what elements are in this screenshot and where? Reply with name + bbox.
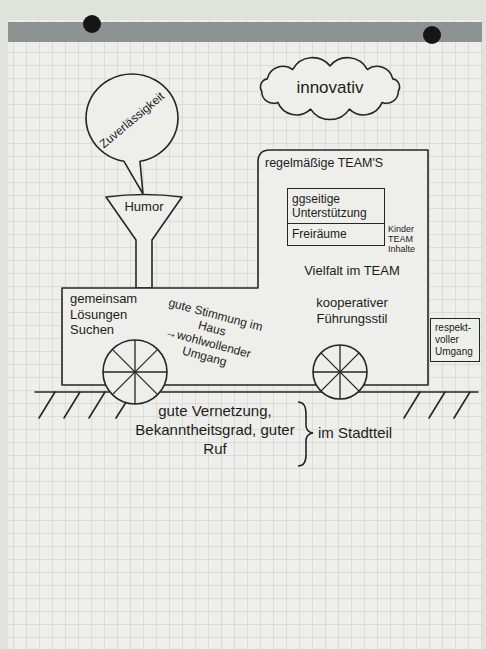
cab-box: FreiräumeKinder TEAM Inhalte (287, 223, 385, 245)
rail-tie (454, 392, 470, 418)
rail-line (35, 391, 478, 393)
cloud-shape (260, 58, 399, 120)
wheel-rim (103, 340, 167, 404)
rail-tie (429, 392, 445, 418)
node-text: kooperativer Führungsstil (292, 295, 412, 326)
wagon-box: respekt-voller Umgang (430, 318, 480, 362)
note-text: gute Vernetzung, Bekanntheitsgrad, guter… (135, 402, 295, 458)
node-text: Humor (124, 199, 163, 215)
rail-tie (39, 392, 55, 418)
chimney-funnel: Humor (106, 194, 182, 288)
node-text: ggseitige Unterstützung (292, 192, 380, 221)
note-text: im Stadtteil (318, 424, 392, 443)
clamp-bar (8, 22, 482, 42)
cab-box: ggseitige Unterstützung (287, 188, 385, 225)
curly-brace (298, 402, 313, 466)
node-text: Kinder TEAM Inhalte (388, 225, 424, 255)
paper-sheet (8, 20, 482, 649)
rail-tie (64, 392, 80, 418)
node-text: gemeinsam Lösungen Suchen (70, 291, 150, 338)
locomotive: regelmäßige TEAM'S gemeinsam Lösungen Suc… (62, 150, 428, 385)
wheel (313, 345, 367, 399)
wheel-spoke (112, 349, 157, 394)
magnet (423, 26, 441, 44)
wheel-spoke (321, 353, 359, 391)
rail-tie (404, 392, 420, 418)
node-text: innovativ (296, 78, 363, 98)
smoke-shape (86, 74, 178, 194)
thought-cloud: innovativ (255, 60, 405, 116)
node-text: Freiräume (292, 227, 380, 241)
wheel (103, 340, 167, 404)
paper-grid (8, 20, 482, 649)
wheel-rim (313, 345, 367, 399)
rail-tie (89, 392, 105, 418)
smoke-puff: Zuverlässigkeit (84, 72, 180, 168)
node-text: Vielfalt im TEAM (287, 263, 417, 279)
funnel-shape (106, 195, 182, 289)
magnet (83, 15, 101, 33)
node-text: respekt-voller Umgang (435, 322, 475, 358)
node-text: regelmäßige TEAM'S (265, 156, 423, 171)
